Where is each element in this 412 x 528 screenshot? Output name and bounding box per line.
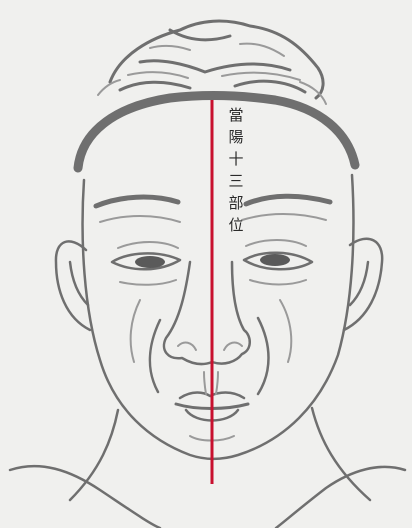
brow-wrinkles (99, 213, 327, 223)
cheek-lines (129, 299, 293, 363)
nostrils (177, 341, 243, 351)
left-eyebrow (93, 194, 181, 209)
label-char-3: 十 (228, 150, 244, 168)
headband (73, 91, 360, 173)
nasolabial-folds (148, 316, 270, 396)
hair-topknot (108, 19, 325, 100)
right-ear (342, 237, 384, 332)
nose (162, 260, 251, 366)
right-eyebrow (243, 193, 333, 207)
label-char-6: 位 (228, 216, 244, 234)
philtrum (203, 371, 219, 395)
hair-lines (97, 42, 327, 105)
label-char-2: 陽 (228, 128, 244, 146)
left-eye (110, 252, 182, 271)
upper-lip (178, 391, 246, 400)
neck-and-robe (8, 406, 407, 528)
label-char-4: 三 (228, 172, 244, 190)
right-eye (242, 251, 314, 271)
vertical-label: 當 陽 十 三 部 位 (226, 104, 246, 236)
right-pupil (260, 254, 290, 266)
left-pupil (135, 256, 165, 268)
eye-creases (117, 239, 307, 286)
label-char-5: 部 (228, 194, 244, 212)
face-outline (81, 173, 355, 460)
label-char-1: 當 (228, 106, 244, 124)
left-ear (54, 240, 92, 332)
